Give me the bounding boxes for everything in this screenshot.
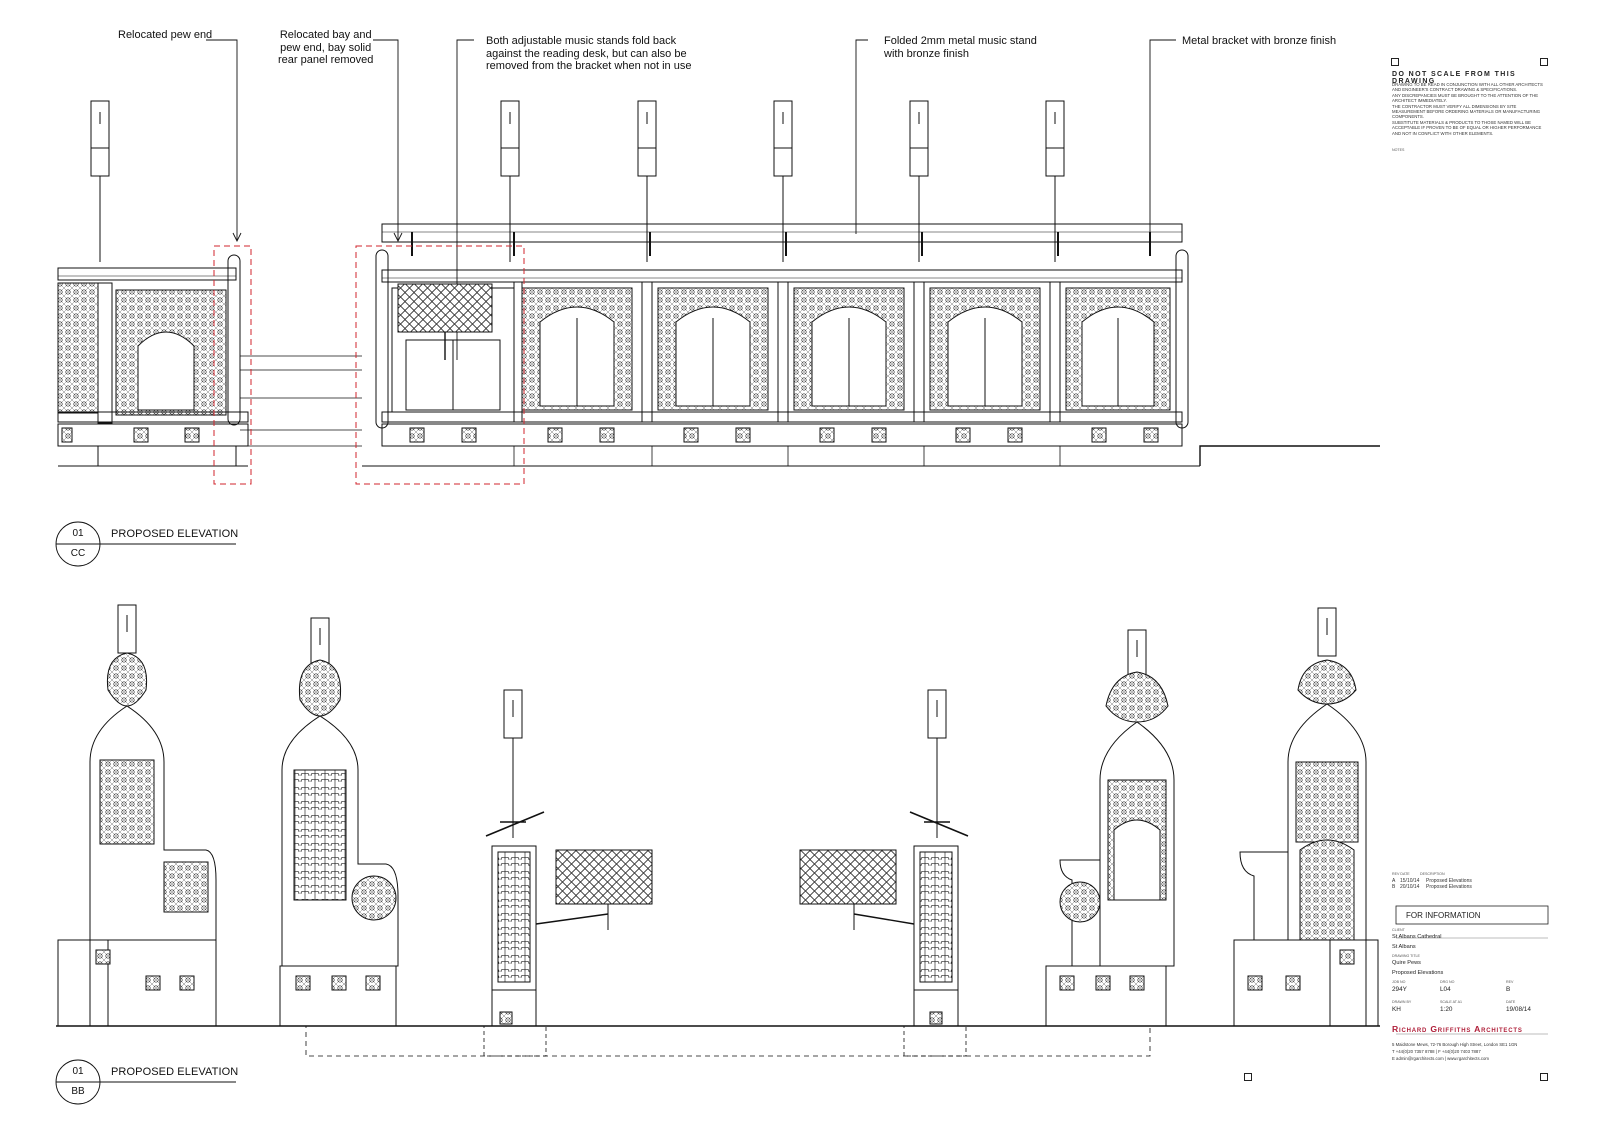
firm-phone: T +44(0)20 7357 8788 | F +44(0)20 7403 7… bbox=[1392, 1049, 1481, 1054]
note-folded-stand: Folded 2mm metal music stand with bronze… bbox=[884, 35, 1037, 60]
drawing-no: L04 bbox=[1440, 986, 1451, 993]
corner-mark-top-left bbox=[1391, 58, 1399, 66]
music-stand-lattice bbox=[397, 283, 493, 333]
view-number-cc: 01 bbox=[72, 528, 84, 539]
base-carvings bbox=[409, 427, 1159, 443]
relocated-outlines bbox=[213, 245, 525, 485]
pew-end-2 bbox=[279, 617, 399, 1027]
project-name: Quire Pews bbox=[1392, 960, 1421, 966]
note-metal-bracket: Metal bracket with bronze finish bbox=[1182, 35, 1337, 47]
note-music-stands: Both adjustable music stands fold back a… bbox=[486, 35, 692, 72]
elevation-bb bbox=[56, 604, 1380, 1057]
revision-letter: B bbox=[1506, 986, 1511, 993]
bays-carved bbox=[521, 287, 1171, 411]
revision-label: REV bbox=[1506, 980, 1514, 984]
drawing-no-label: DRG NO bbox=[1440, 980, 1455, 984]
view-code-bb: BB bbox=[71, 1086, 85, 1097]
pew-end-3 bbox=[1045, 629, 1175, 1027]
revision-a-date: 15/10/14 bbox=[1400, 878, 1420, 884]
view-title-bb: PROPOSED ELEVATION bbox=[111, 1066, 239, 1078]
view-number-bb: 01 bbox=[72, 1066, 84, 1077]
warning-text: DRAWING TO BE READ IN CONJUNCTION WITH A… bbox=[1392, 82, 1543, 136]
firm-name: Richard Griffiths Architects bbox=[1392, 1024, 1523, 1034]
elevation-cc bbox=[57, 39, 1380, 485]
title-block: DO NOT SCALE FROM THIS DRAWING DRAWING T… bbox=[1390, 60, 1560, 1090]
client-location: St Albans bbox=[1392, 944, 1416, 950]
date-label: DATE bbox=[1506, 1000, 1516, 1004]
client-label: CLIENT bbox=[1392, 928, 1405, 932]
title-block-frame bbox=[1395, 905, 1549, 1035]
date: 19/08/14 bbox=[1506, 1006, 1531, 1013]
drawing-title: Proposed Elevations bbox=[1392, 970, 1444, 976]
drawn-by-label: DRAWN BY bbox=[1392, 1000, 1412, 1004]
view-marker-bb bbox=[55, 1059, 236, 1105]
revision-header-description: DESCRIPTION bbox=[1420, 872, 1445, 876]
floor-outline-dashed bbox=[305, 1025, 1151, 1057]
firm-address: 5 Maidstone Mews, 72-76 Borough High Str… bbox=[1392, 1042, 1518, 1047]
corner-mark-top-right bbox=[1540, 58, 1548, 66]
gap-rails bbox=[240, 355, 362, 447]
revision-b-rev: B bbox=[1392, 884, 1396, 890]
job-no-label: JOB NO bbox=[1392, 980, 1406, 984]
revision-b-date: 20/10/14 bbox=[1400, 884, 1420, 890]
corner-mark-bottom-left bbox=[1244, 1073, 1252, 1081]
reading-desk-rail bbox=[381, 223, 1183, 243]
view-marker-cc bbox=[55, 521, 236, 567]
reading-desk-left bbox=[483, 689, 653, 1057]
leader-lines bbox=[206, 39, 1176, 360]
view-code-cc: CC bbox=[70, 548, 86, 559]
revision-a-rev: A bbox=[1392, 878, 1396, 884]
drawing-title-label: DRAWING TITLE bbox=[1392, 954, 1420, 958]
main-pew-run bbox=[362, 249, 1380, 467]
note-relocated-pew-end: Relocated pew end bbox=[118, 29, 213, 41]
drawn-by: KH bbox=[1392, 1006, 1401, 1013]
pew-end-4 bbox=[1233, 607, 1379, 1027]
reading-desk-right bbox=[799, 689, 969, 1057]
job-no: 294Y bbox=[1392, 986, 1407, 993]
corner-mark-bottom-right bbox=[1540, 1073, 1548, 1081]
scale: 1:20 bbox=[1440, 1006, 1453, 1013]
revision-b-description: Proposed Elevations bbox=[1426, 884, 1472, 890]
client-name: St Albans Cathedral bbox=[1392, 934, 1442, 940]
scale-label: SCALE AT A1 bbox=[1440, 1000, 1463, 1004]
view-title-cc: PROPOSED ELEVATION bbox=[111, 528, 239, 540]
revision-header-rev: REV DATE bbox=[1392, 872, 1410, 876]
revision-a-description: Proposed Elevations bbox=[1426, 878, 1472, 884]
do-not-scale-warning: DO NOT SCALE FROM THIS DRAWING bbox=[1392, 71, 1517, 85]
status-for-information: FOR INFORMATION bbox=[1406, 911, 1481, 920]
note-relocated-bay: Relocated bay and pew end, bay solid rea… bbox=[278, 29, 374, 66]
pew-end-1 bbox=[57, 604, 217, 1027]
notes-label: NOTES bbox=[1392, 148, 1405, 152]
left-pew-run bbox=[57, 254, 249, 467]
candle-lamps bbox=[90, 100, 1065, 262]
rail-brackets bbox=[411, 232, 1151, 256]
firm-contact: E admin@rgarchitects.com | www.rgarchite… bbox=[1392, 1056, 1489, 1061]
